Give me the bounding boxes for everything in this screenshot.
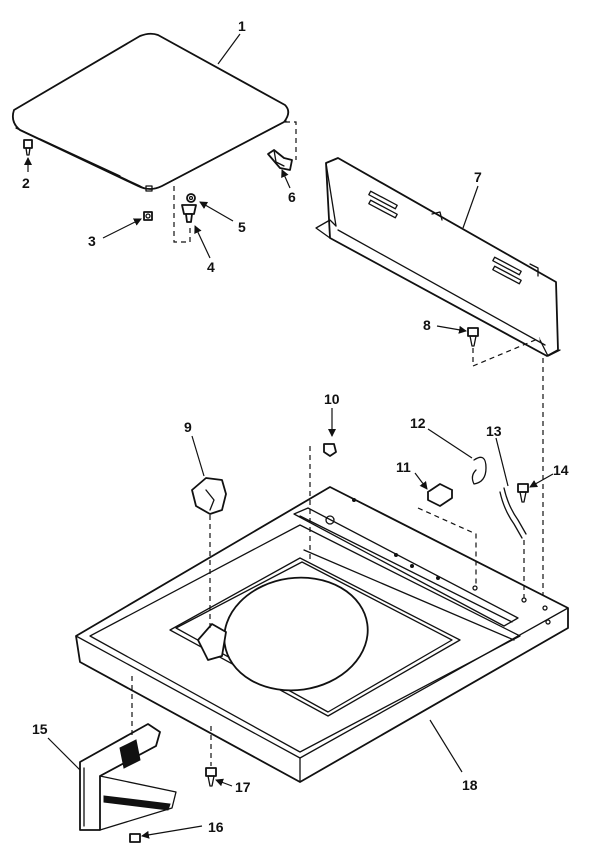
nut-part-10	[323, 443, 337, 457]
bracket-part-15	[79, 723, 177, 831]
callout-9: 9	[184, 419, 192, 435]
hinge-pin-part-4	[181, 204, 197, 223]
screw-part-16	[129, 833, 141, 843]
callout-11: 11	[396, 459, 411, 475]
hinge-part-6	[267, 149, 293, 171]
callout-12: 12	[410, 415, 426, 431]
callout-1: 1	[238, 18, 246, 34]
nut-part-5	[186, 193, 196, 203]
callout-17: 17	[235, 779, 251, 795]
callout-7: 7	[474, 169, 482, 185]
callout-6: 6	[288, 189, 296, 205]
bumper-part-9	[191, 477, 227, 515]
backguard-part-7	[315, 157, 561, 357]
callout-5: 5	[238, 219, 246, 235]
screw-part-3	[143, 211, 153, 221]
wire-part-13	[499, 487, 527, 539]
callout-15: 15	[32, 721, 48, 737]
callout-14: 14	[553, 462, 569, 478]
bumper-part-2	[23, 139, 33, 156]
screw-part-14	[517, 483, 529, 503]
callout-4: 4	[207, 259, 215, 275]
switch-part-11	[427, 483, 453, 507]
screw-part-8	[467, 327, 479, 347]
callout-8: 8	[423, 317, 431, 333]
lid	[11, 32, 290, 192]
callout-13: 13	[486, 423, 502, 439]
clip-part-12	[471, 456, 487, 485]
callout-16: 16	[208, 819, 224, 835]
screw-part-17	[205, 767, 217, 787]
callout-10: 10	[324, 391, 340, 407]
callout-3: 3	[88, 233, 96, 249]
callout-2: 2	[22, 175, 30, 191]
callout-18: 18	[462, 777, 478, 793]
top-panel-part-18	[75, 486, 569, 783]
